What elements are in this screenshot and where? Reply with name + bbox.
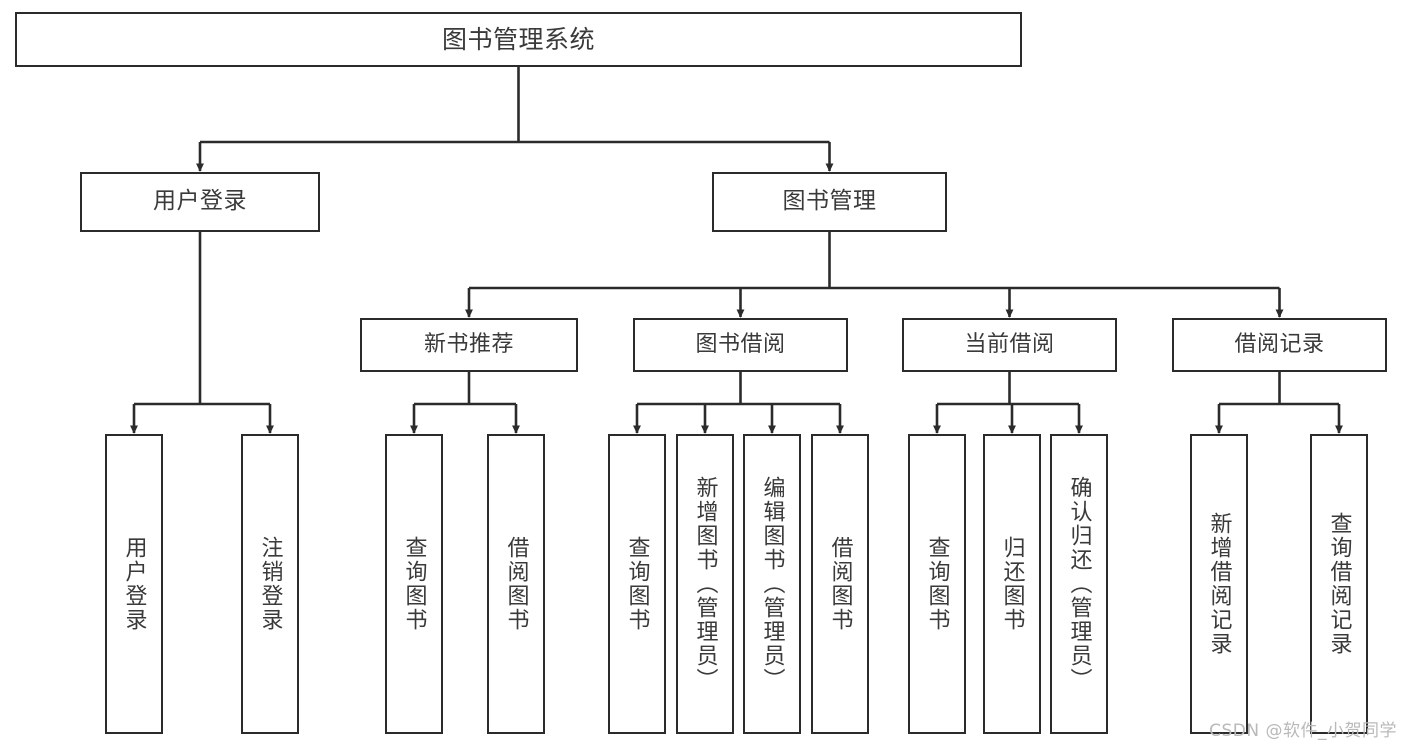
node-label-leaf-bb-add: 新增图书（管理员）: [692, 476, 718, 692]
node-label-book-manage: 图书管理: [782, 188, 877, 215]
node-book-manage[interactable]: 图书管理: [712, 172, 947, 232]
node-label-leaf-br-add: 新增借阅记录: [1206, 512, 1232, 656]
node-leaf-rec-borrow[interactable]: 借阅图书: [487, 434, 545, 734]
node-label-leaf-bb-edit: 编辑图书（管理员）: [759, 476, 785, 692]
node-label-current-borrow: 当前借阅: [964, 331, 1055, 357]
node-book-borrow[interactable]: 图书借阅: [633, 318, 848, 372]
edge-group: [130, 67, 1343, 434]
node-label-leaf-bb-borrow: 借阅图书: [827, 536, 853, 632]
node-label-leaf-user-logout: 注销登录: [257, 536, 283, 632]
node-leaf-cb-return[interactable]: 归还图书: [983, 434, 1041, 734]
node-label-leaf-br-query: 查询借阅记录: [1326, 512, 1352, 656]
node-user-login[interactable]: 用户登录: [80, 172, 320, 232]
node-label-leaf-cb-confirm: 确认归还（管理员）: [1066, 476, 1092, 692]
node-leaf-bb-add[interactable]: 新增图书（管理员）: [676, 434, 734, 734]
node-label-user-login: 用户登录: [153, 188, 247, 215]
node-leaf-cb-query[interactable]: 查询图书: [908, 434, 966, 734]
node-label-leaf-user-login: 用户登录: [121, 536, 147, 632]
node-borrow-record[interactable]: 借阅记录: [1172, 318, 1387, 372]
node-leaf-br-add[interactable]: 新增借阅记录: [1190, 434, 1248, 734]
node-label-leaf-rec-borrow: 借阅图书: [503, 536, 529, 632]
node-leaf-br-query[interactable]: 查询借阅记录: [1310, 434, 1368, 734]
node-leaf-rec-query[interactable]: 查询图书: [385, 434, 443, 734]
node-current-borrow[interactable]: 当前借阅: [902, 318, 1117, 372]
node-leaf-user-logout[interactable]: 注销登录: [241, 434, 299, 734]
node-label-new-book-rec: 新书推荐: [423, 331, 514, 357]
node-new-book-rec[interactable]: 新书推荐: [360, 318, 578, 372]
node-root[interactable]: 图书管理系统: [15, 12, 1022, 67]
node-label-leaf-rec-query: 查询图书: [401, 536, 427, 632]
node-label-root: 图书管理系统: [441, 24, 595, 54]
watermark-text: CSDN @软件_小贺同学: [1209, 721, 1397, 741]
node-leaf-cb-confirm[interactable]: 确认归还（管理员）: [1050, 434, 1108, 734]
node-label-leaf-bb-query: 查询图书: [624, 536, 650, 632]
node-leaf-bb-edit[interactable]: 编辑图书（管理员）: [743, 434, 801, 734]
node-label-leaf-cb-query: 查询图书: [924, 536, 950, 632]
node-leaf-bb-borrow[interactable]: 借阅图书: [811, 434, 869, 734]
node-leaf-bb-query[interactable]: 查询图书: [608, 434, 666, 734]
node-label-leaf-cb-return: 归还图书: [999, 536, 1025, 632]
node-label-borrow-record: 借阅记录: [1234, 331, 1325, 357]
node-leaf-user-login[interactable]: 用户登录: [105, 434, 163, 734]
node-label-book-borrow: 图书借阅: [695, 331, 786, 357]
